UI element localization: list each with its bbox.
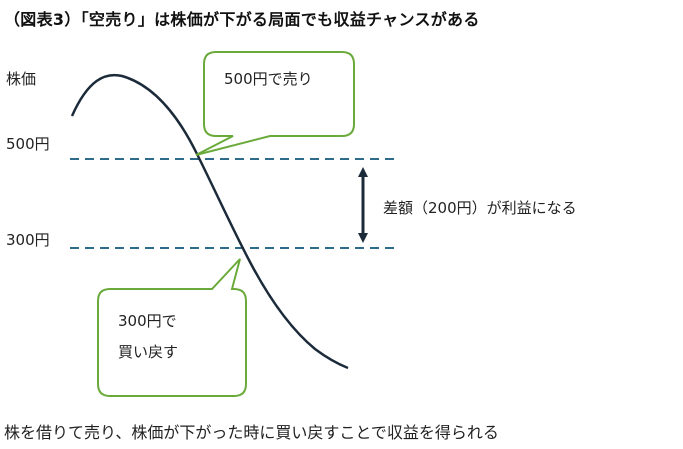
buy-back-bubble-line1: 300円で [118,312,177,330]
price-300-label: 300円 [6,231,50,249]
y-axis-label: 株価 [6,70,36,88]
price-500-label: 500円 [6,135,50,153]
sell-bubble [195,51,355,156]
stock-price-line [70,73,349,370]
buy-back-bubble [97,258,247,397]
difference-label: 差額（200円）が利益になる [383,199,577,217]
figure-caption: 株を借りて売り、株価が下がった時に買い戻すことで収益を得られる [4,423,499,442]
sell-bubble-text: 500円で売り [224,70,313,88]
buy-back-bubble-line2: 買い戻す [118,343,178,361]
figure-title: （図表3）「空売り」は株価が下がる局面でも収益チャンスがある [4,10,480,29]
